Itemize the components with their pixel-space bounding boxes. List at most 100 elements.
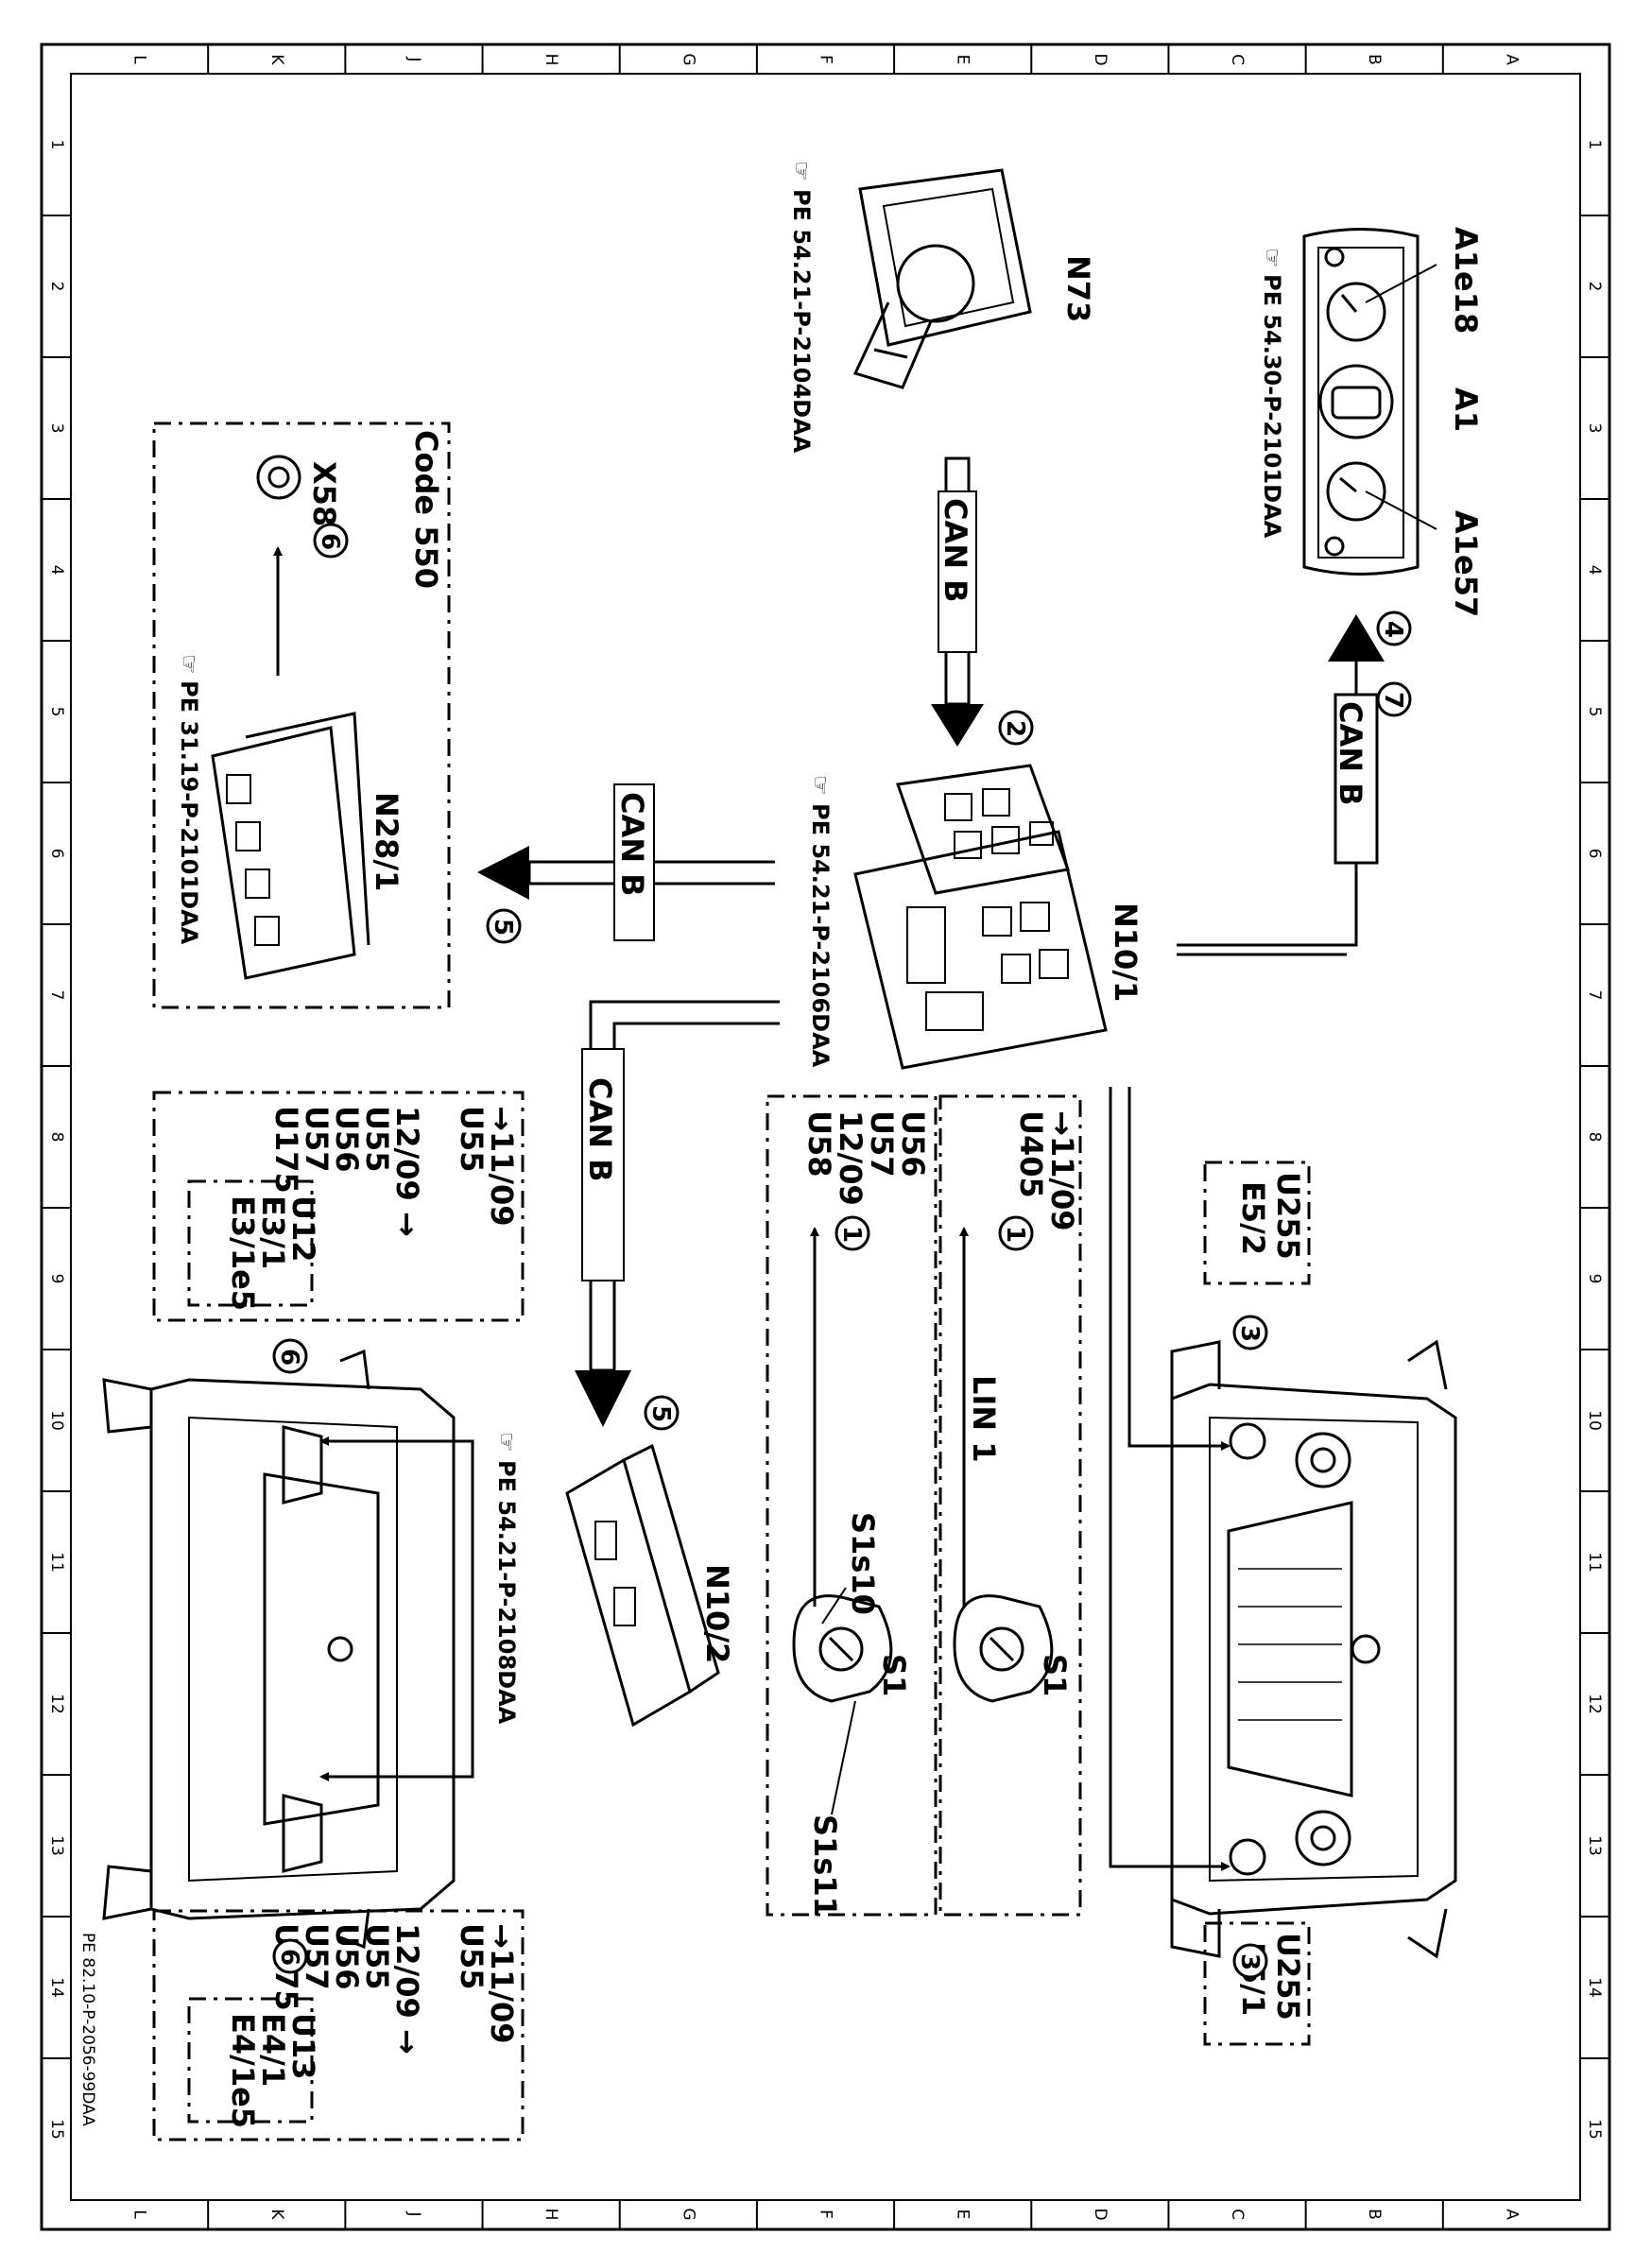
trailer-module-n28-1 (211, 712, 370, 980)
grid-letter-d-bottom: D (1091, 2208, 1110, 2220)
grid-letter-l-bottom: L (130, 2210, 149, 2219)
can-b-label-bottom: CAN B (582, 1077, 618, 1182)
x58-label: X58 (306, 461, 342, 526)
step-6-x58: 6 (316, 533, 344, 550)
rear-lower-sub3: E4/1e5 (225, 2013, 261, 2128)
a1-ref: PE 54.30-P-2101DAA (1259, 274, 1285, 539)
code-550-box (152, 421, 451, 1009)
grid-number-10-right: 10 (1585, 1410, 1604, 1431)
rear-upper-line7: U175 (268, 1106, 304, 1194)
grid-letter-j-top: J (404, 56, 423, 61)
rear-upper-sub1: U12 (285, 1195, 321, 1263)
step-5-left: 5 (489, 919, 517, 936)
step-6-lower: 6 (275, 1949, 303, 1966)
grid-letter-f-bottom: F (817, 2210, 835, 2219)
grid-number-6-right: 6 (1585, 849, 1604, 859)
grid-number-9-left: 9 (47, 1274, 66, 1284)
bus-n10-1-to-n28-1: CAN B (477, 783, 775, 941)
a1-gauge-right-label: A1e57 (1448, 510, 1484, 617)
control-unit-n10-1 (853, 764, 1108, 1070)
grid-number-7-left: 7 (47, 990, 66, 1001)
ignition-switch-n73 (852, 168, 1032, 389)
rear-upper-sub2: E3/1 (255, 1195, 291, 1269)
grid-number-2-right: 2 (1585, 282, 1604, 292)
n73-label: N73 (1060, 255, 1096, 322)
e5-1-line1: U255 (1270, 1933, 1306, 2021)
n28-1-label: N28/1 (369, 792, 404, 891)
grid-number-11-left: 11 (47, 1552, 66, 1573)
grid-letter-c-top: C (1228, 54, 1247, 65)
grid-number-6-left: 6 (47, 849, 66, 859)
grid-number-1-right: 1 (1585, 140, 1604, 150)
n73-labels: N73 PE 54.21-P-2104DAA ☞ (788, 161, 1096, 454)
variant-box-e5-2: U255 E5/2 (1235, 1172, 1306, 1260)
grid-number-1-left: 1 (47, 140, 66, 150)
grid-number-5-left: 5 (47, 707, 66, 717)
rear-upper-line3: 12/09 → (389, 1106, 425, 1237)
variant-box-rear-lower: →11/09 U55 12/09 → U55 U56 U57 U175 U13 … (225, 1923, 520, 2128)
lin-lower-line1: U56 (895, 1110, 931, 1178)
leader-s1s10 (821, 1587, 847, 1625)
rear-upper-line4: U55 (359, 1106, 395, 1173)
grid-number-8-right: 8 (1585, 1132, 1604, 1143)
lin-lower-line4: U58 (801, 1110, 837, 1178)
grid-number-13-right: 13 (1585, 1835, 1604, 1856)
can-b-label-top: CAN B (938, 498, 973, 603)
rear-upper-line5: U56 (329, 1106, 365, 1173)
code-550-label: Code 550 (408, 430, 444, 589)
bus-n10-1-to-a1 (1177, 614, 1385, 956)
drawing-frame (40, 43, 1611, 2231)
grid-letter-f-top: F (817, 55, 835, 64)
lin-upper-line1: →11/09 (1044, 1110, 1080, 1231)
step-numbers: 2 4 7 3 3 5 5 6 6 6 1 1 (275, 533, 1407, 1970)
rear-lower-line5: U56 (329, 1923, 365, 1990)
instrument-cluster-a1 (1302, 228, 1437, 576)
step-3-upper: 3 (1235, 1325, 1264, 1342)
n73-ref-icon: ☞ (788, 161, 815, 181)
grid-number-4-right: 4 (1585, 565, 1604, 576)
n10-2-ref: PE 54.21-P-2108DAA (493, 1460, 520, 1725)
rear-lower-sub2: E4/1 (255, 2013, 291, 2087)
s1s11-label: S1s11 (807, 1814, 843, 1918)
can-b-label-right: CAN B (1333, 701, 1368, 806)
grid-number-13-left: 13 (47, 1835, 66, 1856)
grid-letter-c-bottom: C (1228, 2209, 1247, 2220)
variant-box-lin-upper: →11/09 U405 (1013, 1110, 1080, 1231)
rear-lower-line3: 12/09 → (389, 1923, 425, 2055)
wire-n10-2-to-rear-lamps (319, 1436, 474, 1781)
n10-1-labels: N10/1 PE 54.21-P-2106DAA ☞ (807, 775, 1144, 1068)
grid-number-2-left: 2 (47, 282, 66, 292)
n73-ref: PE 54.21-P-2104DAA (788, 189, 815, 454)
e5-2-line2: E5/2 (1235, 1181, 1271, 1255)
grid-number-3-right: 3 (1585, 423, 1604, 434)
grid-number-8-left: 8 (47, 1132, 66, 1143)
n28-1-ref: PE 31.19-P-2101DAA (176, 680, 202, 945)
rear-upper-sub3: E3/1e5 (225, 1195, 261, 1311)
grid-number-12-right: 12 (1585, 1694, 1604, 1714)
lin-lower-line2: U57 (864, 1110, 900, 1178)
rear-upper-line2: U55 (454, 1106, 490, 1173)
n10-2-ref-icon: ☞ (493, 1432, 520, 1453)
grid-letter-g-top: G (679, 53, 697, 65)
grid-letter-b-bottom: B (1365, 2209, 1384, 2220)
rear-lower-sub1: U13 (285, 2013, 321, 2080)
step-1-lower: 1 (837, 1226, 866, 1243)
grid-number-15-right: 15 (1585, 2119, 1604, 2140)
step-7: 7 (1379, 692, 1407, 709)
a1-ref-icon: ☞ (1259, 248, 1285, 268)
rear-upper-line6: U57 (299, 1106, 335, 1173)
socket-x58 (256, 455, 301, 500)
variant-box-frames (152, 1091, 1311, 2141)
step-3-lower: 3 (1235, 1953, 1264, 1970)
grid-letter-j-bottom: J (404, 2210, 423, 2216)
grid-letter-k-bottom: K (267, 2209, 286, 2220)
grid-letter-a-bottom: A (1502, 2209, 1521, 2220)
grid-letter-d-top: D (1091, 53, 1110, 65)
grid-letter-k-top: K (267, 54, 286, 65)
grid-number-14-left: 14 (47, 1977, 66, 1998)
s1-upper-label: S1 (1037, 1654, 1073, 1696)
e5-2-line1: U255 (1270, 1172, 1306, 1260)
s1s10-label: S1s10 (845, 1512, 881, 1615)
